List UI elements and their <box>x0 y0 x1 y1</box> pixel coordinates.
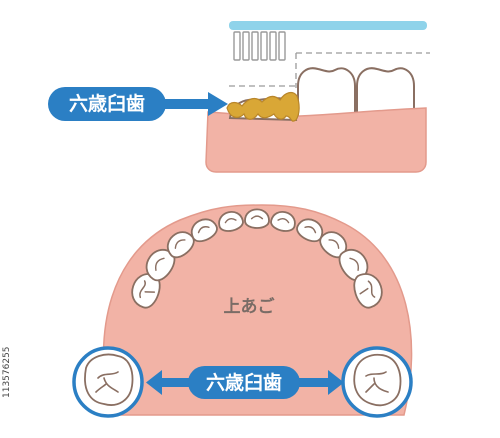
toothbrush-handle <box>229 21 427 30</box>
arch-tooth <box>270 211 296 232</box>
palate-arrow-head-right <box>328 370 344 395</box>
plaque <box>226 91 300 122</box>
molar-crown <box>353 353 402 407</box>
arch-tooth <box>218 211 244 232</box>
palate-callout-label: 六歳臼歯 <box>206 371 282 394</box>
toothbrush <box>229 21 427 61</box>
side-callout-badge <box>48 87 166 121</box>
molar-fissure <box>365 371 389 393</box>
toothbrush-bristles <box>233 31 286 61</box>
arch-tooth <box>190 218 218 243</box>
side-callout-arrow-shaft <box>164 99 210 109</box>
side-callout-label: 六歳臼歯 <box>69 92 145 115</box>
palate-label: 上あご <box>224 296 276 317</box>
stock-id: 113576255 <box>2 346 12 398</box>
guide-lines <box>229 52 430 88</box>
molar-tooth <box>356 67 415 119</box>
side-view: 六歳臼歯 <box>48 21 430 173</box>
side-callout: 六歳臼歯 <box>48 87 228 121</box>
palate-arrow-head-left <box>146 370 162 395</box>
six-year-molar-right <box>341 346 413 418</box>
palate-callout-badge <box>188 366 300 399</box>
molar-tooth <box>353 273 383 309</box>
side-callout-arrow-head <box>208 92 228 116</box>
upper-arch-teeth <box>131 208 383 309</box>
molar-tooth <box>297 67 356 119</box>
palate-view: 上あご 六歳臼歯 <box>72 204 413 418</box>
side-molars <box>297 67 415 119</box>
molar-fissure <box>95 371 119 393</box>
molar-crown <box>84 353 134 406</box>
six-year-molar-left <box>72 346 144 418</box>
palate-callout: 六歳臼歯 <box>146 366 344 399</box>
arch-tooth <box>244 208 270 229</box>
erupting-molar <box>226 91 300 122</box>
